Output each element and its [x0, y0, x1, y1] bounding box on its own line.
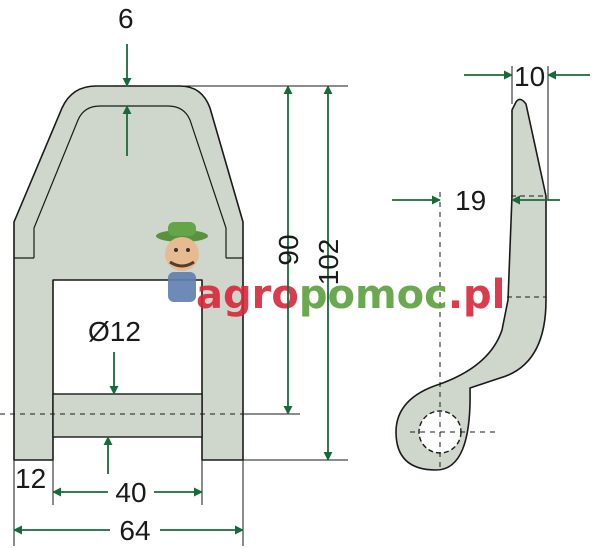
- dim-label-10: 10: [514, 61, 545, 92]
- mascot-farmer: [156, 222, 208, 302]
- watermark-text: agropomoc.pl: [196, 272, 505, 318]
- dim-label-d12: Ø12: [88, 316, 141, 347]
- bracket-pin: [52, 393, 203, 438]
- dim-label-64: 64: [119, 515, 150, 546]
- dim-label-12: 12: [15, 463, 46, 494]
- bracket-inner-profile: [33, 105, 227, 258]
- dimension-arrows: [13, 44, 590, 535]
- dim-label-90: 90: [273, 234, 304, 265]
- dim-label-19: 19: [455, 185, 486, 216]
- watermark: agropomoc.pl: [156, 222, 505, 318]
- arm-side-view: [395, 98, 547, 471]
- arm-body: [395, 98, 547, 471]
- dim-label-6: 6: [118, 3, 134, 34]
- dim-label-102: 102: [313, 239, 344, 286]
- dim-label-40: 40: [115, 477, 146, 508]
